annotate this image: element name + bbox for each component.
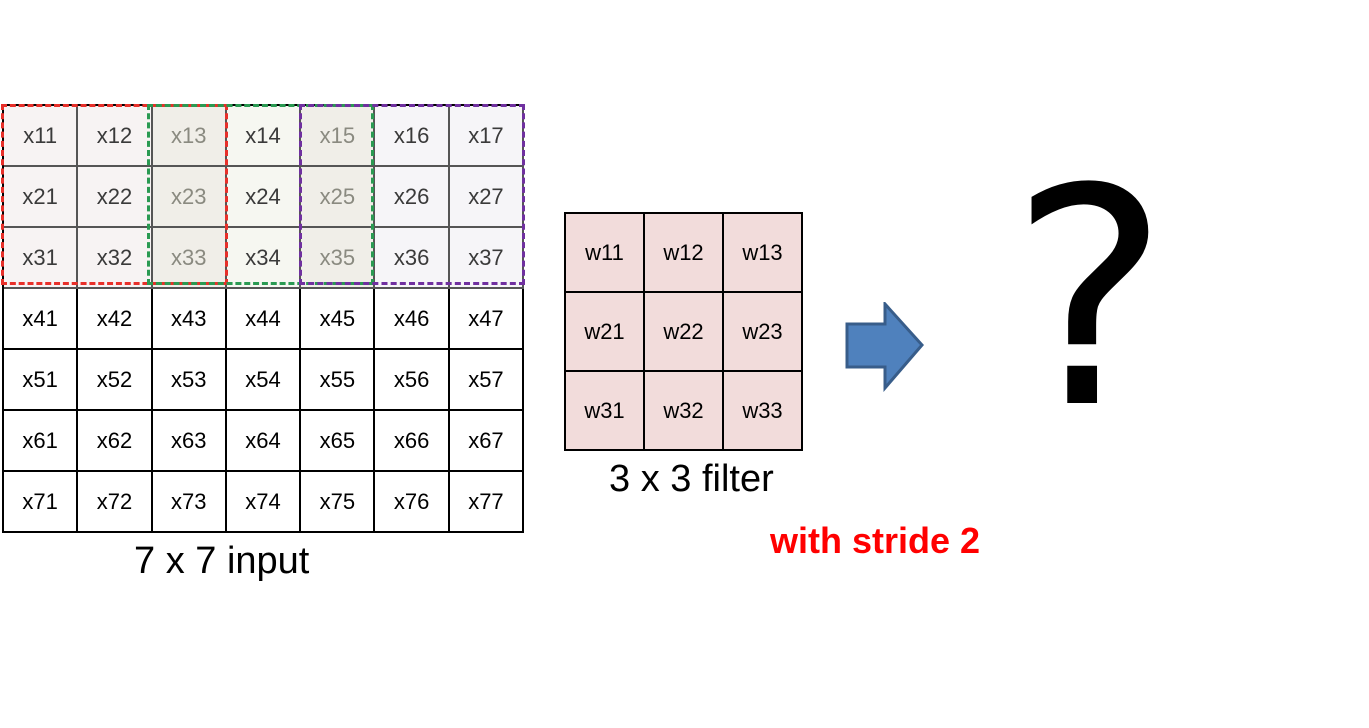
input-cell: x61	[4, 411, 79, 472]
input-cell: x35	[301, 228, 376, 289]
filter-cell: w13	[724, 214, 803, 293]
input-cell: x57	[449, 350, 525, 411]
filter-caption: 3 x 3 filter	[609, 458, 774, 500]
input-cell: x15	[301, 106, 376, 167]
input-cell: x26	[375, 167, 450, 228]
input-cell: x52	[78, 350, 153, 411]
input-cell: x72	[78, 472, 153, 533]
input-cell: x33	[152, 228, 227, 289]
input-cell: x31	[4, 228, 79, 289]
input-cell: x32	[78, 228, 153, 289]
filter-cell: w32	[645, 372, 724, 451]
input-cell: x16	[375, 106, 450, 167]
input-cell: x41	[4, 289, 79, 350]
result-question-mark: ?	[1010, 125, 1170, 474]
input-cell: x21	[4, 167, 79, 228]
input-cell: x42	[78, 289, 153, 350]
input-cell: x65	[301, 411, 376, 472]
input-caption: 7 x 7 input	[134, 540, 310, 582]
input-cell: x25	[301, 167, 376, 228]
input-cell: x13	[152, 106, 227, 167]
input-cell: x67	[449, 411, 525, 472]
input-cell: x46	[375, 289, 450, 350]
stride-label: with stride 2	[770, 520, 981, 561]
input-cell: x47	[449, 289, 525, 350]
input-cell: x45	[301, 289, 376, 350]
input-cell: x12	[78, 106, 153, 167]
input-cell: x56	[375, 350, 450, 411]
filter-grid: w11 w12 w13 w21 w22 w23 w31 w32 w33	[564, 212, 803, 451]
input-grid: x11 x12 x13 x14 x15 x16 x17 x21 x22 x23 …	[2, 104, 525, 533]
input-cell: x62	[78, 411, 153, 472]
input-cell: x74	[226, 472, 302, 533]
right-arrow-icon	[845, 300, 925, 396]
input-cell: x27	[449, 167, 525, 228]
input-cell: x53	[152, 350, 227, 411]
input-cell: x43	[152, 289, 227, 350]
input-cell: x36	[375, 228, 450, 289]
input-cell: x23	[152, 167, 227, 228]
input-cell: x66	[375, 411, 450, 472]
input-cell: x71	[4, 472, 79, 533]
input-cell: x76	[375, 472, 450, 533]
input-cell: x34	[226, 228, 302, 289]
input-cell: x63	[152, 411, 227, 472]
filter-cell: w21	[566, 293, 645, 372]
input-cell: x14	[226, 106, 302, 167]
input-cell: x55	[301, 350, 376, 411]
input-cell: x17	[449, 106, 525, 167]
input-cell: x24	[226, 167, 302, 228]
input-cell: x64	[226, 411, 302, 472]
input-cell: x73	[152, 472, 227, 533]
input-cell: x51	[4, 350, 79, 411]
input-cell: x11	[4, 106, 79, 167]
input-cell: x54	[226, 350, 302, 411]
filter-cell: w11	[566, 214, 645, 293]
input-cell: x77	[449, 472, 525, 533]
input-cell: x44	[226, 289, 302, 350]
filter-cell: w31	[566, 372, 645, 451]
input-cell: x22	[78, 167, 153, 228]
input-cell: x75	[301, 472, 376, 533]
filter-cell: w23	[724, 293, 803, 372]
filter-cell: w22	[645, 293, 724, 372]
input-cell: x37	[449, 228, 525, 289]
filter-cell: w12	[645, 214, 724, 293]
filter-cell: w33	[724, 372, 803, 451]
